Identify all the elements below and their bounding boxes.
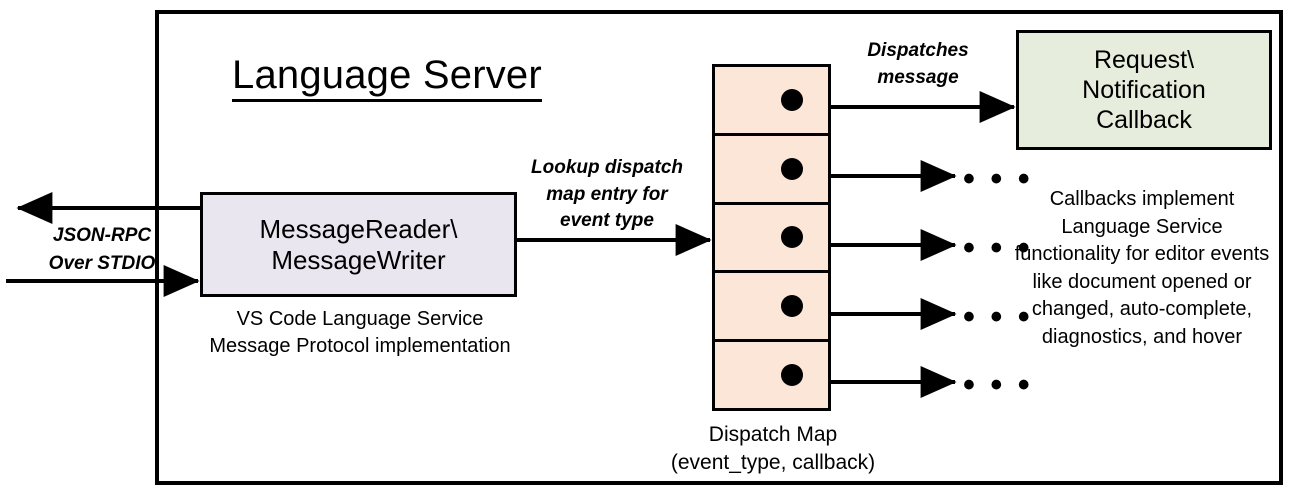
message-reader-writer-line1: MessageReader\	[259, 213, 458, 244]
request-notification-callback-box[interactable]: Request\ Notification Callback	[1016, 30, 1272, 150]
callback-title-line3: Callback	[1096, 106, 1192, 134]
message-reader-writer-caption: VS Code Language Service Message Protoco…	[190, 306, 530, 360]
callback-pointer-dot	[781, 364, 803, 387]
dispatch-map-caption-line1: Dispatch Map	[708, 423, 838, 446]
ellipsis-row-5: • • •	[963, 366, 1033, 404]
dispatch-map-table[interactable]	[712, 64, 831, 411]
dispatches-label-line1: Dispatches	[867, 40, 969, 61]
callback-title-line2: Notification	[1082, 76, 1206, 104]
jsonrpc-transport-label: JSON-RPC Over STDIO	[27, 222, 177, 277]
lookup-label-line2: map entry for	[546, 183, 668, 205]
message-reader-writer-line2: MessageWriter	[271, 244, 446, 275]
callback-pointer-dot	[781, 295, 803, 318]
jsonrpc-label-line1: JSON-RPC	[52, 225, 152, 246]
message-reader-writer-caption-line1: VS Code Language Service	[236, 308, 484, 330]
dispatch-map-row[interactable]	[712, 270, 831, 340]
lookup-label-line3: event type	[560, 210, 654, 232]
callback-pointer-dot	[781, 157, 803, 180]
language-server-boundary	[155, 10, 1283, 485]
dispatch-map-row[interactable]	[712, 132, 831, 202]
jsonrpc-label-line2: Over STDIO	[48, 252, 156, 274]
dispatch-map-caption-line2: (event_type, callback)	[670, 451, 876, 475]
dispatches-label-line2: message	[877, 66, 959, 88]
dispatches-message-label: Dispatches message	[838, 38, 998, 91]
lookup-dispatch-label: Lookup dispatch map entry for event type	[512, 155, 702, 235]
dispatch-map-row[interactable]	[712, 64, 831, 133]
page-title: Language Server	[232, 52, 542, 102]
dispatch-map-caption: Dispatch Map (event_type, callback)	[648, 421, 898, 478]
message-reader-writer-box[interactable]: MessageReader\ MessageWriter	[200, 192, 517, 297]
ellipsis-row-3: • • •	[963, 229, 1033, 267]
ellipsis-row-2: • • •	[963, 160, 1033, 198]
dispatch-map-row[interactable]	[712, 201, 831, 271]
callback-pointer-dot	[781, 88, 803, 111]
callback-pointer-dot	[781, 226, 803, 249]
dispatch-map-row[interactable]	[712, 339, 831, 411]
lookup-label-line1: Lookup dispatch	[531, 157, 683, 178]
ellipsis-row-4: • • •	[963, 298, 1033, 336]
callback-description: Callbacks implement Language Service fun…	[1014, 188, 1270, 348]
callback-title-line1: Request\	[1093, 46, 1195, 74]
message-reader-writer-caption-line2: Message Protocol implementation	[209, 335, 511, 357]
